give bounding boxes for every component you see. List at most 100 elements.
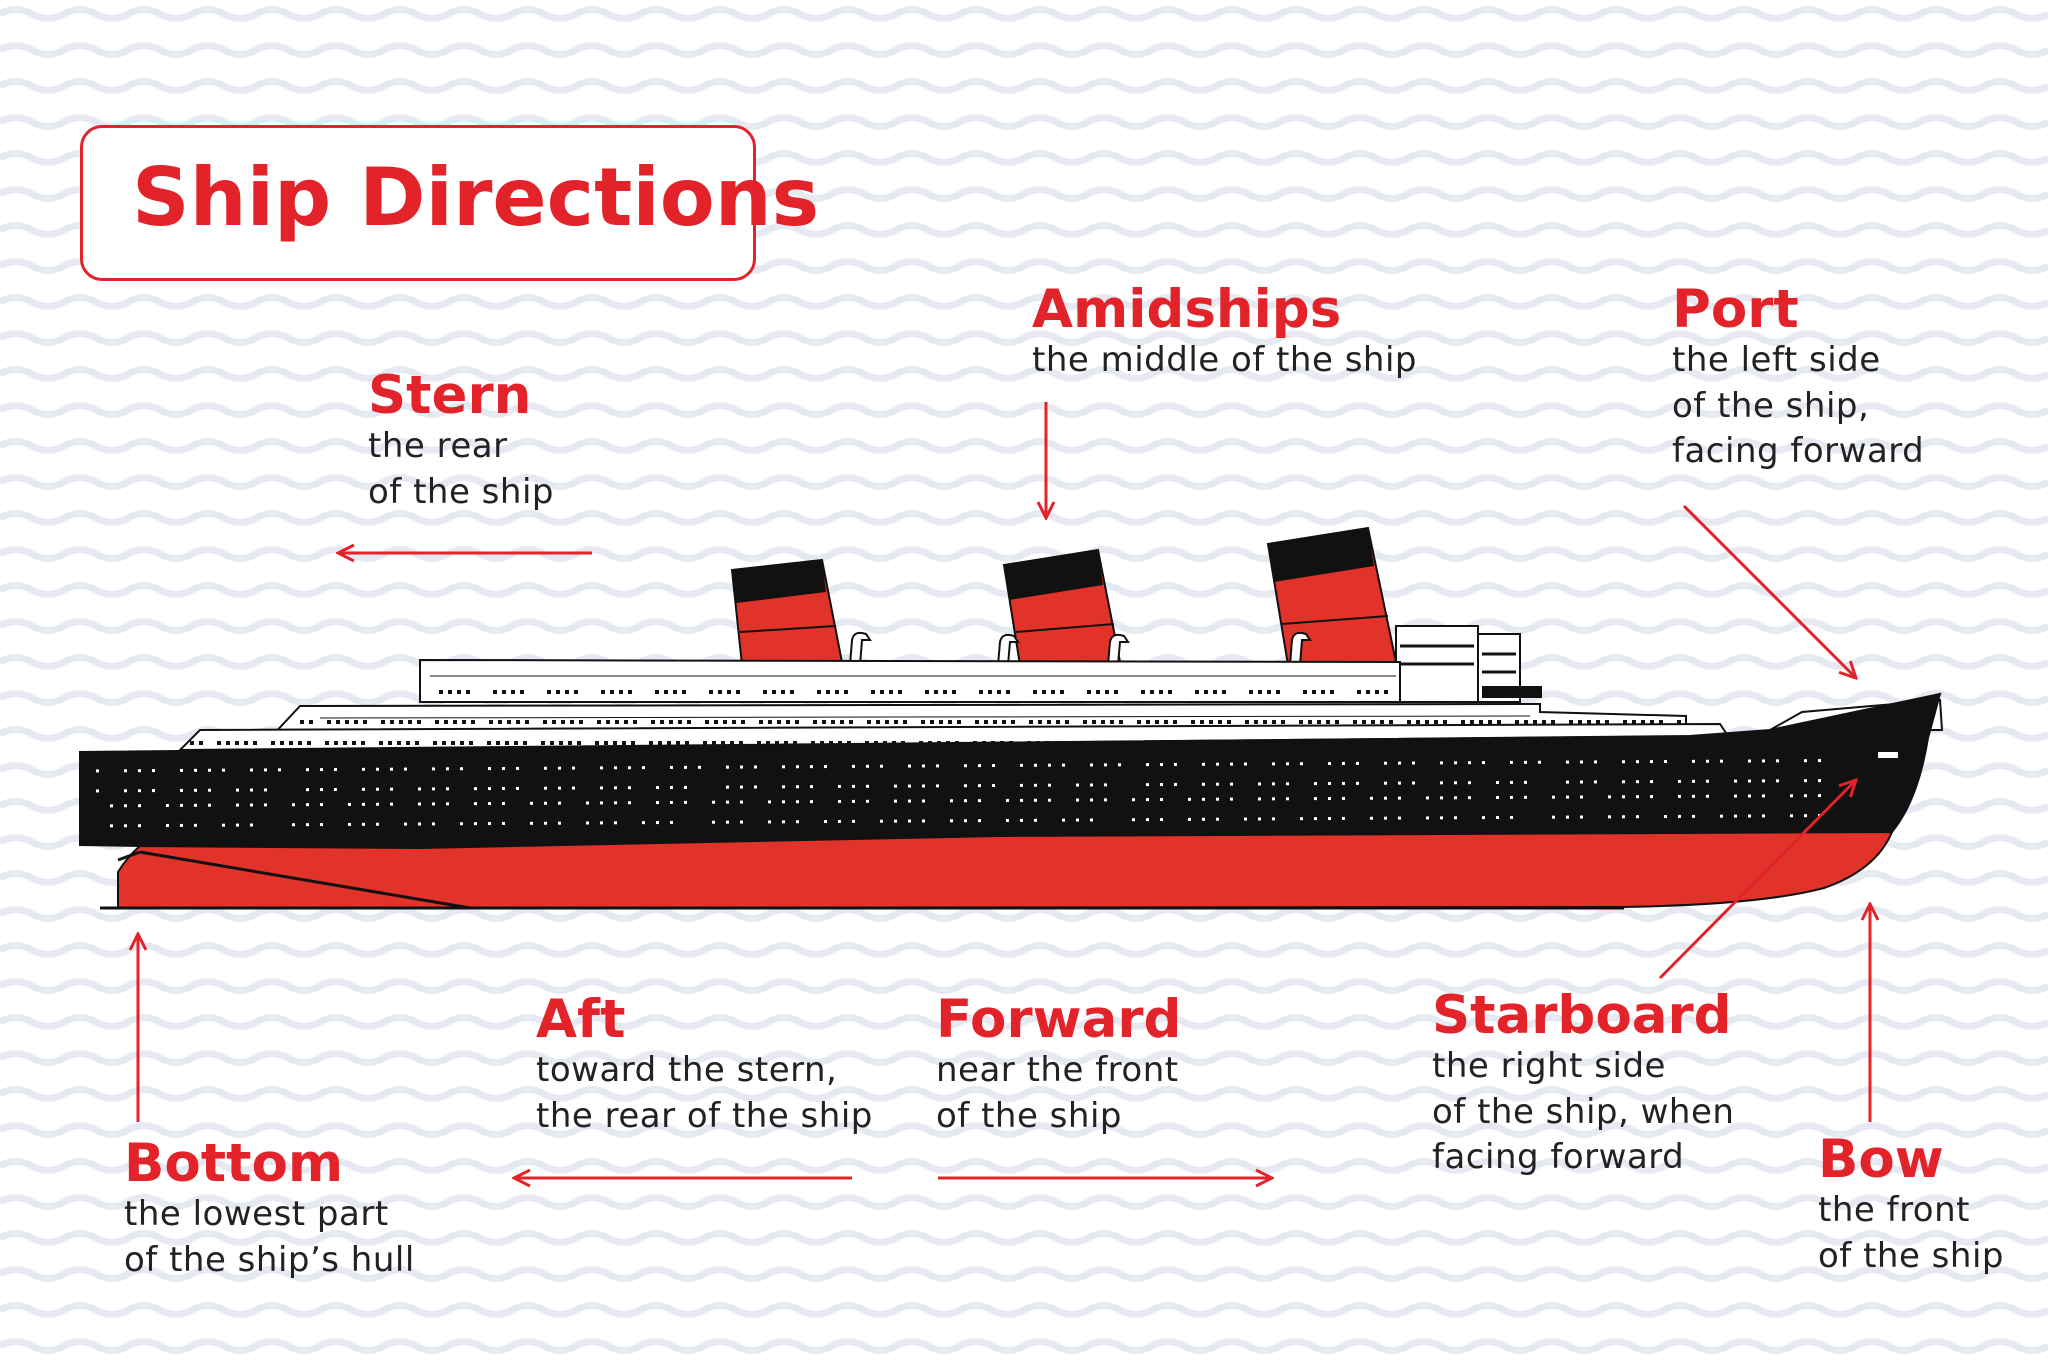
deck-window xyxy=(844,690,848,694)
deck-window xyxy=(682,690,686,694)
porthole xyxy=(96,789,99,793)
porthole xyxy=(642,821,645,825)
porthole xyxy=(726,765,729,769)
porthole xyxy=(922,764,925,768)
porthole xyxy=(1762,779,1765,783)
deck-window xyxy=(1042,690,1046,694)
deck-window xyxy=(1065,720,1069,724)
porthole xyxy=(1020,763,1023,767)
deck-window xyxy=(1204,690,1208,694)
deck-window xyxy=(1306,741,1310,745)
deck-window xyxy=(1659,720,1663,724)
porthole xyxy=(432,767,435,771)
deck-window xyxy=(253,741,257,745)
porthole xyxy=(1342,781,1345,785)
port-heading: Port xyxy=(1672,279,1799,340)
porthole xyxy=(1286,797,1289,801)
porthole xyxy=(1118,763,1121,767)
deck-window xyxy=(678,720,682,724)
deck-window xyxy=(874,741,878,745)
deck-window xyxy=(687,720,691,724)
wave-line xyxy=(0,1302,2048,1318)
deck-window xyxy=(514,741,518,745)
porthole xyxy=(292,823,295,827)
porthole xyxy=(404,822,407,826)
deck-window xyxy=(795,720,799,724)
deck-window xyxy=(1675,741,1679,745)
porthole xyxy=(502,821,505,825)
porthole xyxy=(922,799,925,803)
deck-window xyxy=(1209,720,1213,724)
porthole xyxy=(460,767,463,771)
deck-window xyxy=(631,741,635,745)
bow-desc-line: of the ship xyxy=(1818,1235,2004,1276)
porthole xyxy=(1202,797,1205,801)
bottom-heading: Bottom xyxy=(124,1133,344,1194)
deck-window xyxy=(1657,741,1661,745)
porthole xyxy=(684,800,687,804)
deck-window xyxy=(1477,741,1481,745)
deck-window xyxy=(613,741,617,745)
porthole xyxy=(908,799,911,803)
porthole xyxy=(306,803,309,807)
deck-window xyxy=(1515,720,1519,724)
deck-window xyxy=(1006,690,1010,694)
porthole xyxy=(1580,780,1583,784)
deck-window xyxy=(1144,741,1148,745)
porthole xyxy=(614,766,617,770)
porthole xyxy=(390,787,393,791)
porthole xyxy=(320,788,323,792)
porthole xyxy=(1328,817,1331,821)
porthole xyxy=(1622,760,1625,764)
porthole xyxy=(1664,760,1667,764)
deck-window xyxy=(1360,741,1364,745)
porthole xyxy=(670,820,673,824)
deck-window xyxy=(1326,720,1330,724)
deck-window xyxy=(1117,741,1121,745)
deck-window xyxy=(1263,720,1267,724)
deck-window xyxy=(327,720,331,724)
deck-window xyxy=(658,741,662,745)
porthole xyxy=(838,784,841,788)
deck-window xyxy=(415,741,419,745)
deck-window xyxy=(543,720,547,724)
deck-window xyxy=(1155,720,1159,724)
porthole xyxy=(362,802,365,806)
porthole xyxy=(740,800,743,804)
porthole xyxy=(1776,759,1779,763)
porthole xyxy=(138,769,141,773)
deck-window xyxy=(388,741,392,745)
porthole xyxy=(866,799,869,803)
deck-window xyxy=(1153,741,1157,745)
deck-window xyxy=(505,741,509,745)
deck-window xyxy=(1585,741,1589,745)
deck-window xyxy=(1171,741,1175,745)
porthole xyxy=(1454,761,1457,765)
porthole xyxy=(1272,817,1275,821)
porthole xyxy=(628,766,631,770)
deck-window xyxy=(354,720,358,724)
deck-window xyxy=(712,741,716,745)
porthole xyxy=(544,801,547,805)
porthole xyxy=(1608,815,1611,819)
porthole xyxy=(950,819,953,823)
porthole xyxy=(1720,814,1723,818)
porthole xyxy=(474,822,477,826)
deck-window xyxy=(1000,741,1004,745)
deck-window xyxy=(822,720,826,724)
porthole xyxy=(586,821,589,825)
deck-window xyxy=(781,690,785,694)
deck-window xyxy=(705,720,709,724)
deck-window xyxy=(1308,720,1312,724)
porthole xyxy=(180,823,183,827)
porthole xyxy=(1636,780,1639,784)
deck-window xyxy=(460,741,464,745)
deck-window xyxy=(570,720,574,724)
porthole xyxy=(1440,796,1443,800)
porthole xyxy=(1650,760,1653,764)
porthole xyxy=(614,821,617,825)
deck-window xyxy=(1245,720,1249,724)
deck-window xyxy=(1090,741,1094,745)
deck-window xyxy=(997,690,1001,694)
deck-window xyxy=(1159,690,1163,694)
